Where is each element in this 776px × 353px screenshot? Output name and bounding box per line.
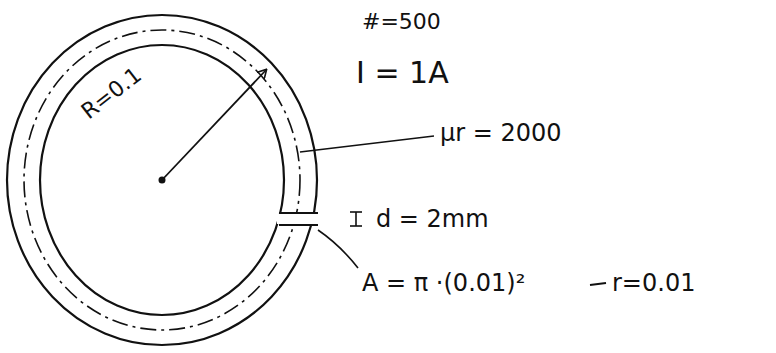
area-formula: A = π ·(0.01)² — [362, 270, 525, 296]
core-inner-edge — [40, 45, 284, 315]
leader-line — [318, 230, 358, 268]
core-outer-edge — [7, 15, 317, 345]
air-gap — [277, 214, 321, 224]
permeability-label: μr = 2000 — [440, 120, 562, 146]
radius-note: r=0.01 — [612, 270, 695, 296]
turns-label: #=500 — [362, 10, 441, 34]
gap-dimension: d = 2mm — [376, 206, 489, 232]
dimension-mark — [355, 212, 357, 226]
radius-arrow — [162, 70, 266, 180]
current-label: I = 1A — [356, 56, 449, 89]
dash-mark — [590, 283, 606, 285]
leader-line — [300, 136, 434, 152]
gap-edge — [279, 212, 318, 214]
dimension-mark — [350, 211, 362, 213]
mean-path-line — [24, 30, 300, 330]
dimension-mark — [350, 225, 362, 227]
gap-edge — [279, 224, 318, 226]
